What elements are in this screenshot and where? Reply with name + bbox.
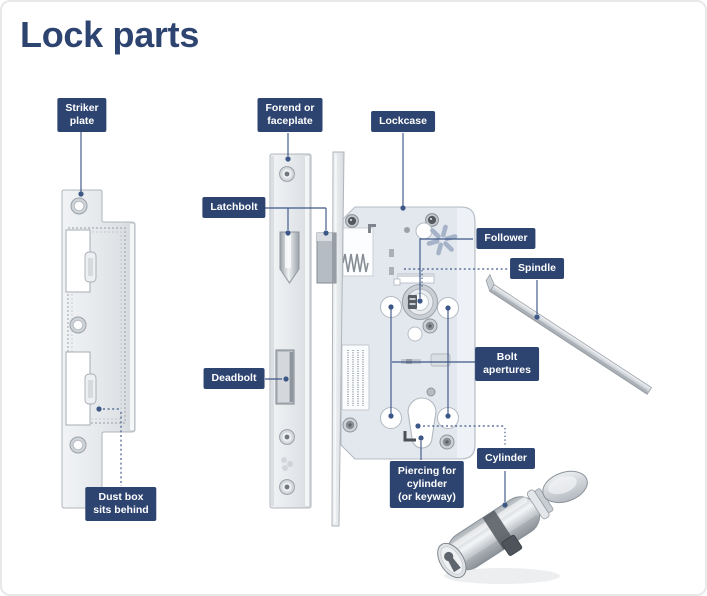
dust-box-outline — [67, 227, 126, 424]
forend-screw — [279, 429, 295, 445]
lockcase-screw — [439, 434, 455, 450]
striker-screw-holes — [69, 197, 88, 454]
label-spindle: Spindle — [510, 258, 564, 280]
lockcase — [340, 206, 476, 460]
leader-bolt-apertures — [390, 309, 477, 415]
label-lockcase: Lockcase — [371, 111, 435, 133]
lockcase-screw — [425, 213, 439, 227]
forend-screw — [279, 479, 295, 495]
cylinder-barrel — [437, 470, 588, 579]
leader-lines — [78, 132, 540, 508]
label-latchbolt: Latchbolt — [202, 197, 266, 219]
label-piercing: Piercing for cylinder (or keyway) — [389, 461, 465, 509]
leader-latchbolt — [265, 207, 327, 230]
mid-notch-hole — [407, 326, 423, 342]
stamped-bracket — [368, 224, 376, 233]
lockcase-screw — [342, 417, 358, 433]
lockcase-sticker — [341, 344, 370, 411]
page-title: Lock parts — [20, 14, 200, 55]
forend-logo — [281, 457, 293, 471]
latchbolt-front — [279, 231, 300, 284]
top-notch-hole — [415, 222, 433, 240]
lockcase-screw — [345, 214, 359, 228]
label-striker-plate: Striker plate — [57, 98, 107, 133]
latchbolt-side — [316, 232, 337, 284]
striker-edge-highlight — [130, 224, 134, 430]
label-bolt-apertures: Bolt apertures — [475, 347, 539, 382]
cylinder-shadow — [444, 568, 560, 584]
follower-spring-icon — [426, 224, 458, 256]
latch-spring — [342, 253, 369, 273]
forend-faceplate — [269, 153, 312, 509]
label-dust-box: Dust box sits behind — [85, 487, 157, 522]
striker-plate — [61, 189, 136, 509]
lockcase-screw — [422, 318, 438, 334]
label-follower: Follower — [476, 228, 536, 250]
leader-follower — [419, 238, 473, 298]
leader-dust-box — [103, 408, 122, 486]
stamped-mark — [403, 431, 416, 442]
label-deadbolt: Deadbolt — [203, 368, 265, 390]
euro-cylinder-piercing — [407, 397, 437, 449]
forend-screw — [279, 166, 295, 182]
cylinder-thumbturn — [542, 470, 588, 504]
label-cylinder: Cylinder — [476, 448, 536, 470]
label-forend: Forend or faceplate — [257, 98, 323, 133]
cylinder-cam — [501, 534, 523, 556]
side-slot — [430, 353, 451, 367]
spindle-rod — [485, 273, 653, 395]
keyhole-face — [437, 542, 467, 579]
